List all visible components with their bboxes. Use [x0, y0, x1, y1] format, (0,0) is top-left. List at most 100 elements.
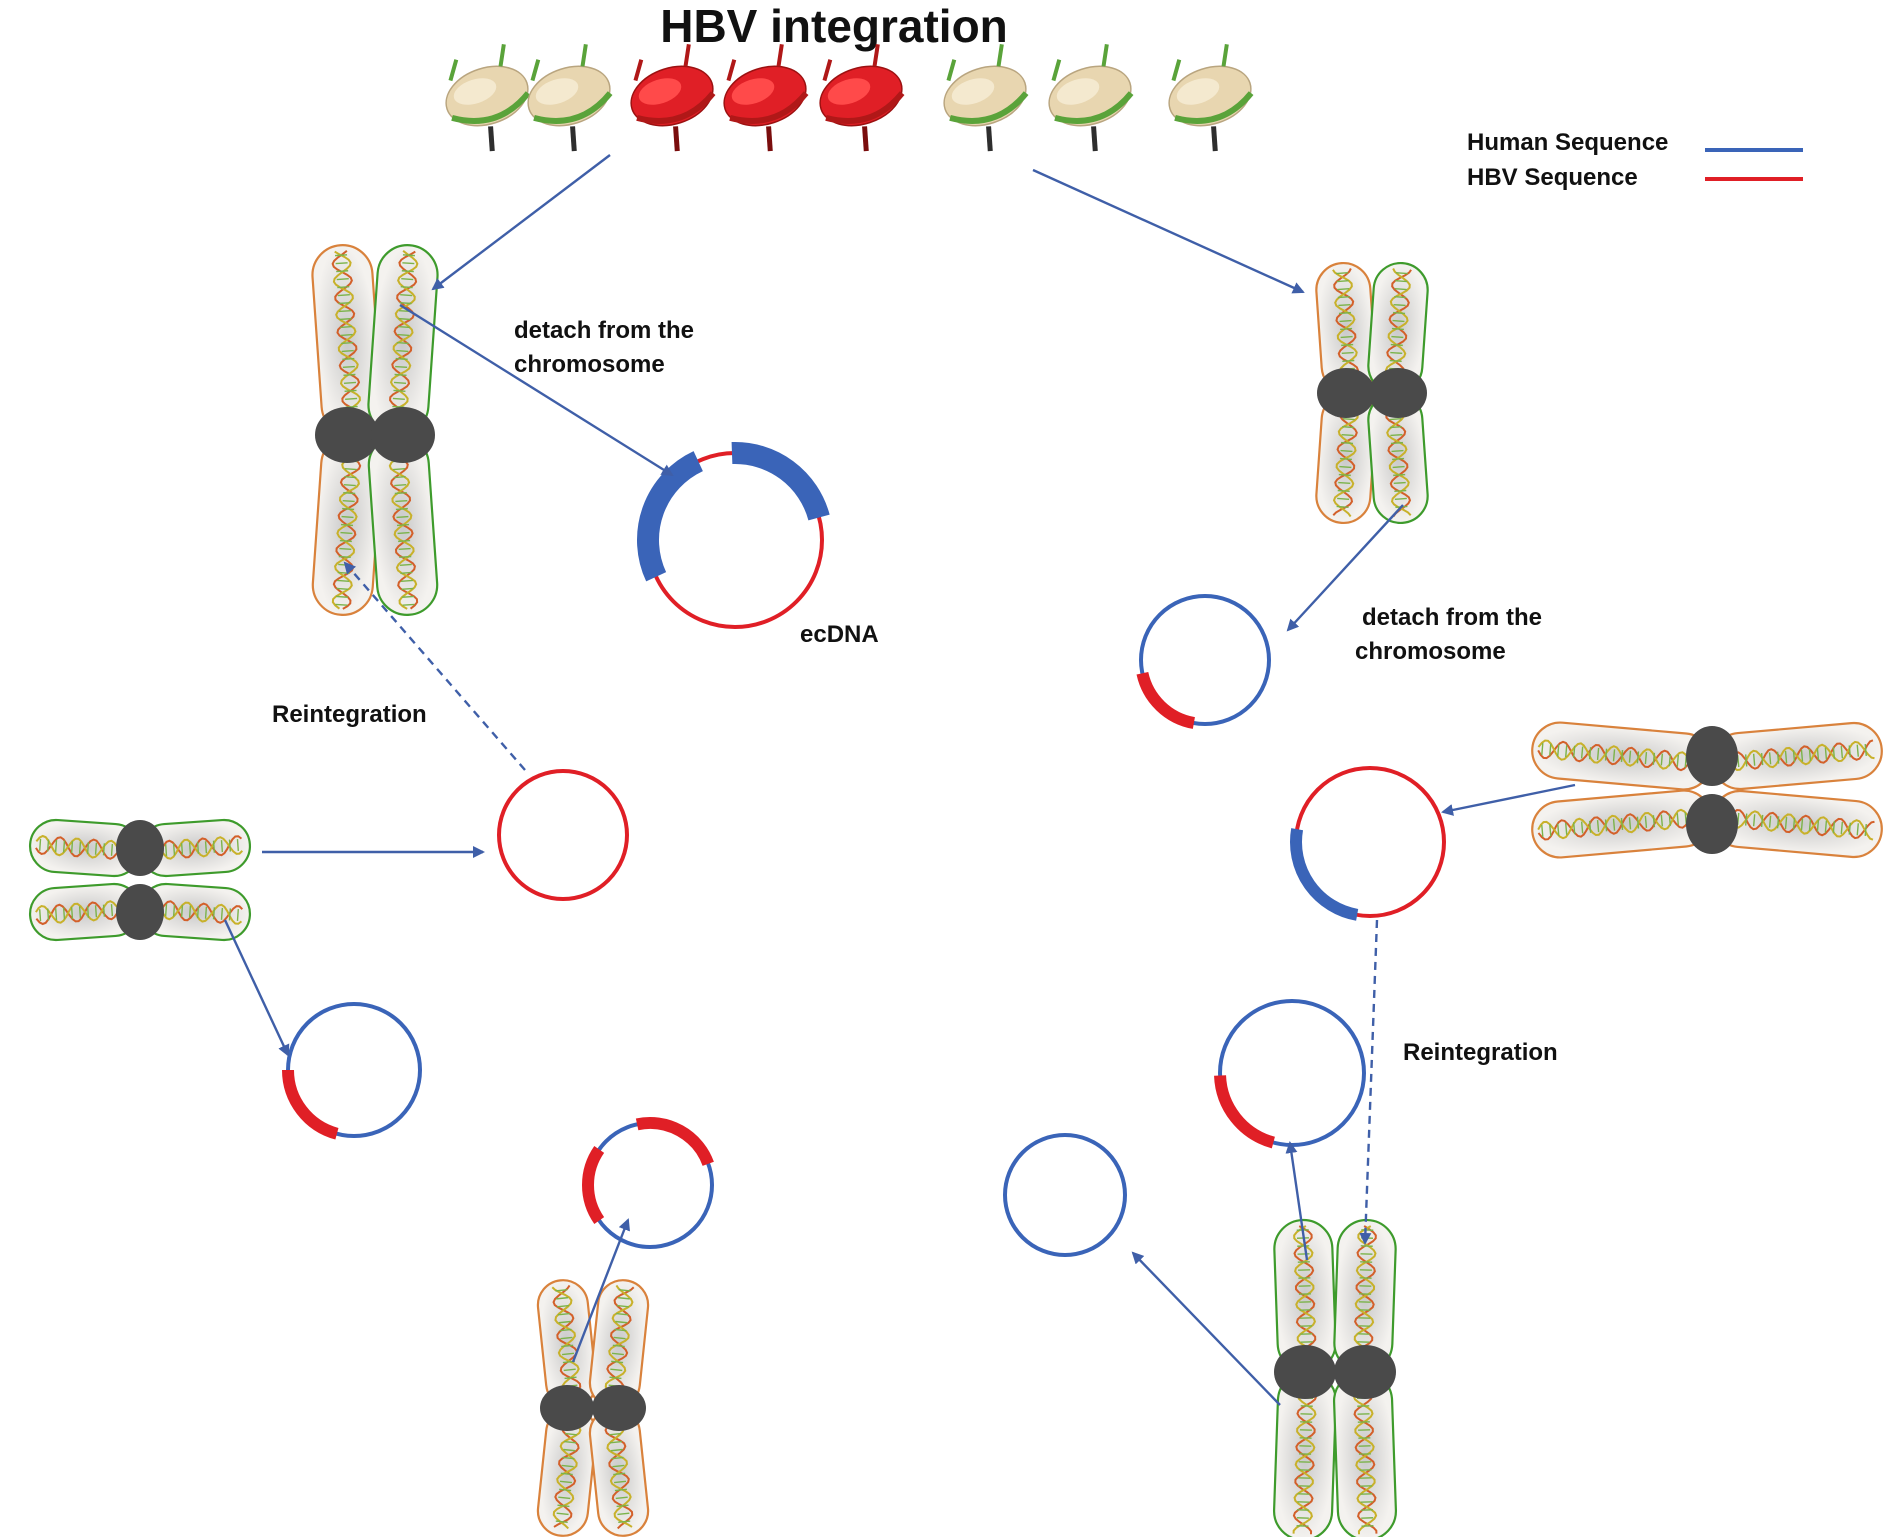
chromosome-bottom-center-lower-arm [588, 1407, 650, 1537]
chromosome-right-horizontal-lower-helix-rung [1824, 820, 1828, 833]
nucleosome-tail [488, 126, 495, 152]
nucleosome-highlight [1056, 78, 1100, 105]
arrow-bottom-right-chromosome-to-circle [1285, 1141, 1309, 1261]
chromosome-top-left-upper-helix-rung [342, 357, 355, 361]
chromosome-top-left-upper-helix-rung [337, 293, 350, 297]
chromosome-bottom-right [1272, 1218, 1398, 1537]
chromosome-left-horizontal-lower-helix-rung [164, 843, 168, 857]
chromosome-left-horizontal-upper-helix-rung [46, 839, 50, 852]
chromosome-right-horizontal-upper-helix-rung [1541, 824, 1544, 838]
circle-right-blue-segment [1136, 671, 1196, 729]
arrow-horizontal-chromosome-to-lower-circle [223, 919, 290, 1057]
chromosome-top-right-upper-helix-rung [1390, 351, 1403, 355]
chromosome-bottom-center-upper-helix-strand [551, 1286, 581, 1400]
nucleosome-tail [570, 126, 577, 152]
chromosome-top-right-lower-helix-rung [1338, 481, 1351, 485]
chromosome-top-left-upper-helix-rung [395, 357, 408, 361]
chromosome-top-right-lower-helix-rung [1342, 425, 1355, 429]
nucleosome-tail [451, 91, 531, 124]
chromosome-right-horizontal-upper-helix-rung [1557, 823, 1560, 836]
chromosome-top-left-lower-helix-rung [395, 507, 408, 511]
nucleosome-tail [946, 43, 1004, 82]
chromosome-top-right-upper-helix-rung [1340, 335, 1353, 339]
detach-left-label-line2: chromosome [514, 351, 665, 378]
chromosome-right-horizontal-upper-helix-rung [1549, 743, 1552, 756]
chromosome-top-right-upper-helix-rung [1392, 319, 1405, 323]
chromosome-bottom-center-lower-helix-rung [613, 1472, 626, 1476]
chromosome-top-left-lower-helix-rung [340, 531, 353, 535]
chromosome-top-left-lower-helix-rung [337, 571, 350, 574]
chromosome-right-horizontal-lower-helix-rung [1848, 745, 1852, 758]
chromosome-left-horizontal-lower-helix-rung [212, 907, 216, 920]
chromosome-left-horizontal-centromere [116, 884, 164, 940]
chromosome-right-horizontal-lower-helix-rung [1776, 751, 1780, 764]
chromosome-right-horizontal-upper-helix-rung [1588, 820, 1592, 833]
chromosome-right-horizontal-lower-helix-rung [1792, 817, 1796, 830]
chromosome-bottom-center-upper-helix-rung [609, 1376, 622, 1380]
chromosome-left-horizontal-upper-helix-rung [86, 842, 90, 855]
chromosome-right-horizontal-centromere [1686, 794, 1738, 854]
arrow-reintegration-left [343, 561, 526, 771]
chromosome-top-left-lower-helix-rung [401, 587, 414, 590]
chromosome-bottom-center-lower-helix-rung [560, 1472, 573, 1476]
chromosome-bottom-center-lower-helix-rung [614, 1480, 627, 1484]
chromosome-bottom-center-lower-helix-rung [562, 1456, 575, 1460]
chromosome-top-right-upper-helix-rung [1389, 359, 1402, 363]
nucleosome-tail [825, 91, 905, 124]
chromosome-left-horizontal-lower-helix-rung [220, 907, 224, 920]
chromosome-top-left-lower-helix-rung [337, 579, 350, 582]
chromosome-bottom-center-upper-helix-rung [616, 1312, 629, 1316]
chromosome-top-right-lower-helix-rung [1338, 473, 1351, 477]
chromosome-bottom-center-lower-helix-strand [552, 1412, 582, 1530]
chromosome-top-left-upper-helix-rung [335, 254, 348, 257]
chromosome-right-horizontal-lower-helix-rung [1840, 821, 1844, 834]
circle-left-red-ring [497, 769, 629, 901]
arrow-left-chromosome-to-ecdna [399, 303, 674, 477]
chromosome-bottom-center-upper-helix-rung [564, 1376, 577, 1380]
chromosome-top-right-upper-helix-rung [1338, 303, 1351, 307]
chromosome-top-left-upper-helix-rung [396, 349, 409, 353]
chromosome-top-right-upper-helix-rung [1342, 359, 1355, 363]
chromosome-top-right-lower-helix-rung [1393, 473, 1406, 477]
chromosome-left-horizontal-centromere [116, 820, 164, 876]
chromosome-top-right-lower-helix-rung [1390, 433, 1403, 437]
chromosome-bottom-center-upper-helix-strand [604, 1284, 634, 1402]
chromosome-top-left-lower-helix-rung [393, 468, 406, 471]
chromosome-left-horizontal-upper-helix-rung [78, 841, 82, 854]
nucleosome [723, 43, 809, 152]
arrows [223, 154, 1576, 1406]
chromosome-top-left-upper-helix-rung [393, 389, 406, 392]
chromosome-bottom-right-upper-helix-strand [1293, 1225, 1318, 1365]
chromosome-right-horizontal-upper-helix-rung [1564, 745, 1568, 758]
chromosome-right-horizontal-upper-helix-rung [1628, 817, 1632, 830]
chromosome-top-left-upper-helix-rung [392, 397, 405, 400]
arrow-band-to-right-chromosome [1032, 168, 1305, 294]
chromosome-right-horizontal-upper-helix-rung [1676, 813, 1680, 826]
chromosome-left-horizontal-upper-helix-rung [54, 839, 58, 853]
chromosome-top-right-upper-helix-rung [1395, 272, 1408, 275]
chromosome-right-horizontal-upper-helix-rung [1660, 814, 1664, 827]
chromosome-bottom-right-centromere [1274, 1345, 1336, 1399]
chromosome-left-horizontal-upper-helix-rung [62, 840, 66, 853]
chromosome-bottom-center-upper-helix-rung [617, 1296, 630, 1300]
chromosome-top-left-lower-helix-rung [342, 499, 355, 503]
chromosome-top-right-upper-helix-rung [1338, 311, 1351, 315]
chromosome-bottom-center-lower-helix-rung [563, 1448, 576, 1452]
chromosome-right-horizontal-lower-helix-rung [1784, 750, 1788, 763]
chromosome-bottom-center-lower-helix-strand [553, 1414, 583, 1528]
chromosome-top-left-upper-helix-rung [400, 286, 413, 289]
chromosome-top-right-upper-helix-rung [1336, 272, 1349, 275]
chromosome-top-left-lower-helix-rung [400, 579, 413, 582]
chromosome-bottom-center-upper-arm [588, 1279, 650, 1409]
chromosome-top-right-lower-helix-rung [1336, 505, 1349, 508]
chromosome-top-right-upper-helix-rung [1341, 351, 1354, 355]
chromosome-right-horizontal-lower-helix-rung [1864, 743, 1867, 757]
chromosome-bottom-center-upper-helix-rung [611, 1360, 624, 1364]
chromosome-top-left-lower-helix-rung [396, 515, 409, 519]
chromosome-bottom-center-lower-helix-rung [559, 1480, 572, 1484]
chromosome-top-right-lower-helix-rung [1391, 449, 1404, 453]
chromosome-right-horizontal-lower-helix-strand [1717, 740, 1875, 772]
chromosome-top-right-upper-helix-rung [1337, 287, 1350, 291]
chromosome-top-left-upper-helix-strand [332, 250, 361, 429]
